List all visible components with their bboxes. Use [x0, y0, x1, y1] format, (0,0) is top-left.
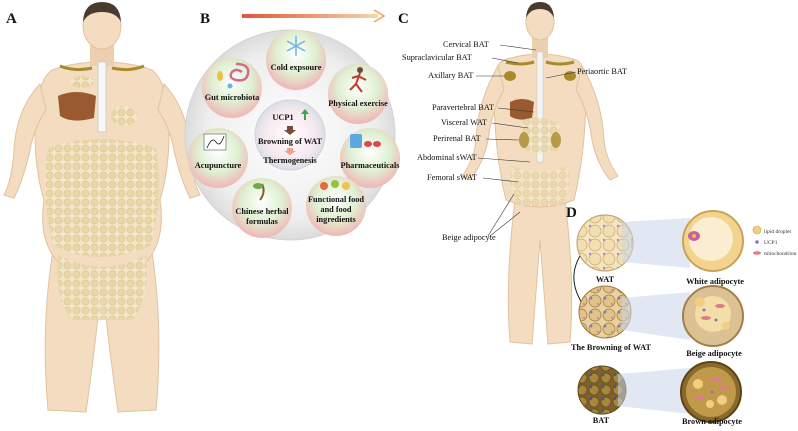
cervical-bat-label: Cervical BAT: [443, 40, 489, 49]
down-arrow-icon-2: [284, 148, 296, 155]
lean-body-figure: [461, 2, 619, 345]
acupuncture-icon: [203, 133, 227, 151]
obese-body-figure: [3, 2, 201, 413]
factor-label: Gut microbiota: [205, 93, 260, 102]
herb-icon: [253, 183, 265, 201]
supraclavicular-bat-label: Supraclavicular BAT: [402, 53, 472, 62]
zoom-cone: [622, 218, 690, 268]
legend-lipid: lipid droplet: [764, 229, 792, 235]
periaortic-bat-label: Periaortic BAT: [577, 67, 627, 76]
factor-label-line: ingredients: [316, 215, 356, 224]
factor-label: Cold expsoure: [271, 63, 322, 72]
wat-label: WAT: [596, 275, 615, 284]
up-arrow-icon: [301, 109, 309, 120]
panel-b-label: B: [200, 11, 210, 27]
gut-icon: [217, 62, 250, 89]
ucp1-label: UCP1: [272, 113, 293, 122]
panel-d-label: D: [566, 205, 577, 221]
bat-label: BAT: [593, 416, 610, 425]
beige-adipocyte: [682, 285, 744, 347]
lipid-droplet-icon: [752, 225, 762, 235]
food-icon: [320, 180, 350, 190]
factor-label-line: Functional food: [308, 195, 364, 204]
white-adipocyte-label: White adipocyte: [686, 277, 744, 286]
factor-label: Pharmaceuticals: [341, 161, 401, 170]
legend: lipid droplet UCP1 mitochondrion: [752, 225, 797, 257]
factor-label-line: and food: [320, 205, 352, 214]
mitochondrion-icon: [753, 251, 761, 255]
browning-tissue-label: The Browning of WAT: [571, 343, 651, 352]
gradient-arrow: [242, 9, 386, 23]
perirenal-bat-label: Perirenal BAT: [433, 134, 481, 143]
factor-pharmaceuticals: Pharmaceuticals: [340, 128, 400, 188]
white-adipocyte: [682, 210, 744, 272]
axillary-bat-label: Axillary BAT: [428, 71, 473, 80]
brown-adipocyte-label: Brown adipocyte: [682, 417, 742, 426]
ucp1-icon: [755, 240, 759, 244]
panel-c-label: C: [398, 11, 409, 27]
beige-adipocyte-cell-label: Beige adipocyte: [686, 349, 742, 358]
zoom-cone: [618, 368, 690, 414]
factor-acupuncture: Acupuncture: [188, 128, 248, 188]
zoom-cone: [622, 292, 690, 340]
center-node: UCP1 Browning of WAT Thermogenesis: [254, 99, 326, 171]
beige-adipocyte-label: Beige adipocyte: [442, 233, 496, 242]
thermogenesis-label: Thermogenesis: [263, 156, 317, 165]
brown-adipocyte: [680, 361, 742, 423]
factor-cold-exposure: Cold expsoure: [266, 30, 326, 90]
pills-icon: [350, 134, 381, 148]
paravertebral-bat-label: Paravertebral BAT: [432, 103, 494, 112]
factor-label: Acupuncture: [195, 161, 242, 170]
runner-icon: [349, 67, 367, 93]
legend-mito: mitochondrion: [764, 251, 797, 257]
factor-physical-exercise: Physical exercise: [328, 64, 388, 124]
factor-chinese-herbal: Chinese herbal formulas: [232, 178, 292, 238]
abdominal-swat-label: Abdominal sWAT: [417, 153, 477, 162]
factor-label: Physical exercise: [328, 99, 388, 108]
browning-label: Browning of WAT: [258, 137, 323, 146]
factor-functional-food: Functional food and food ingredients: [306, 176, 366, 236]
femoral-swat-label: Femoral sWAT: [427, 173, 477, 182]
factor-label-line: formulas: [246, 217, 279, 226]
down-arrow-icon: [284, 126, 296, 135]
factor-gut-microbiota: Gut microbiota: [202, 58, 262, 118]
factor-label-line: Chinese herbal: [235, 207, 289, 216]
snowflake-icon: [286, 36, 306, 56]
panel-c-labels: Cervical BAT Supraclavicular BAT Axillar…: [402, 40, 627, 242]
legend-ucp1: UCP1: [764, 240, 778, 246]
visceral-wat-label: Visceral WAT: [441, 118, 487, 127]
panel-a-label: A: [6, 11, 17, 27]
